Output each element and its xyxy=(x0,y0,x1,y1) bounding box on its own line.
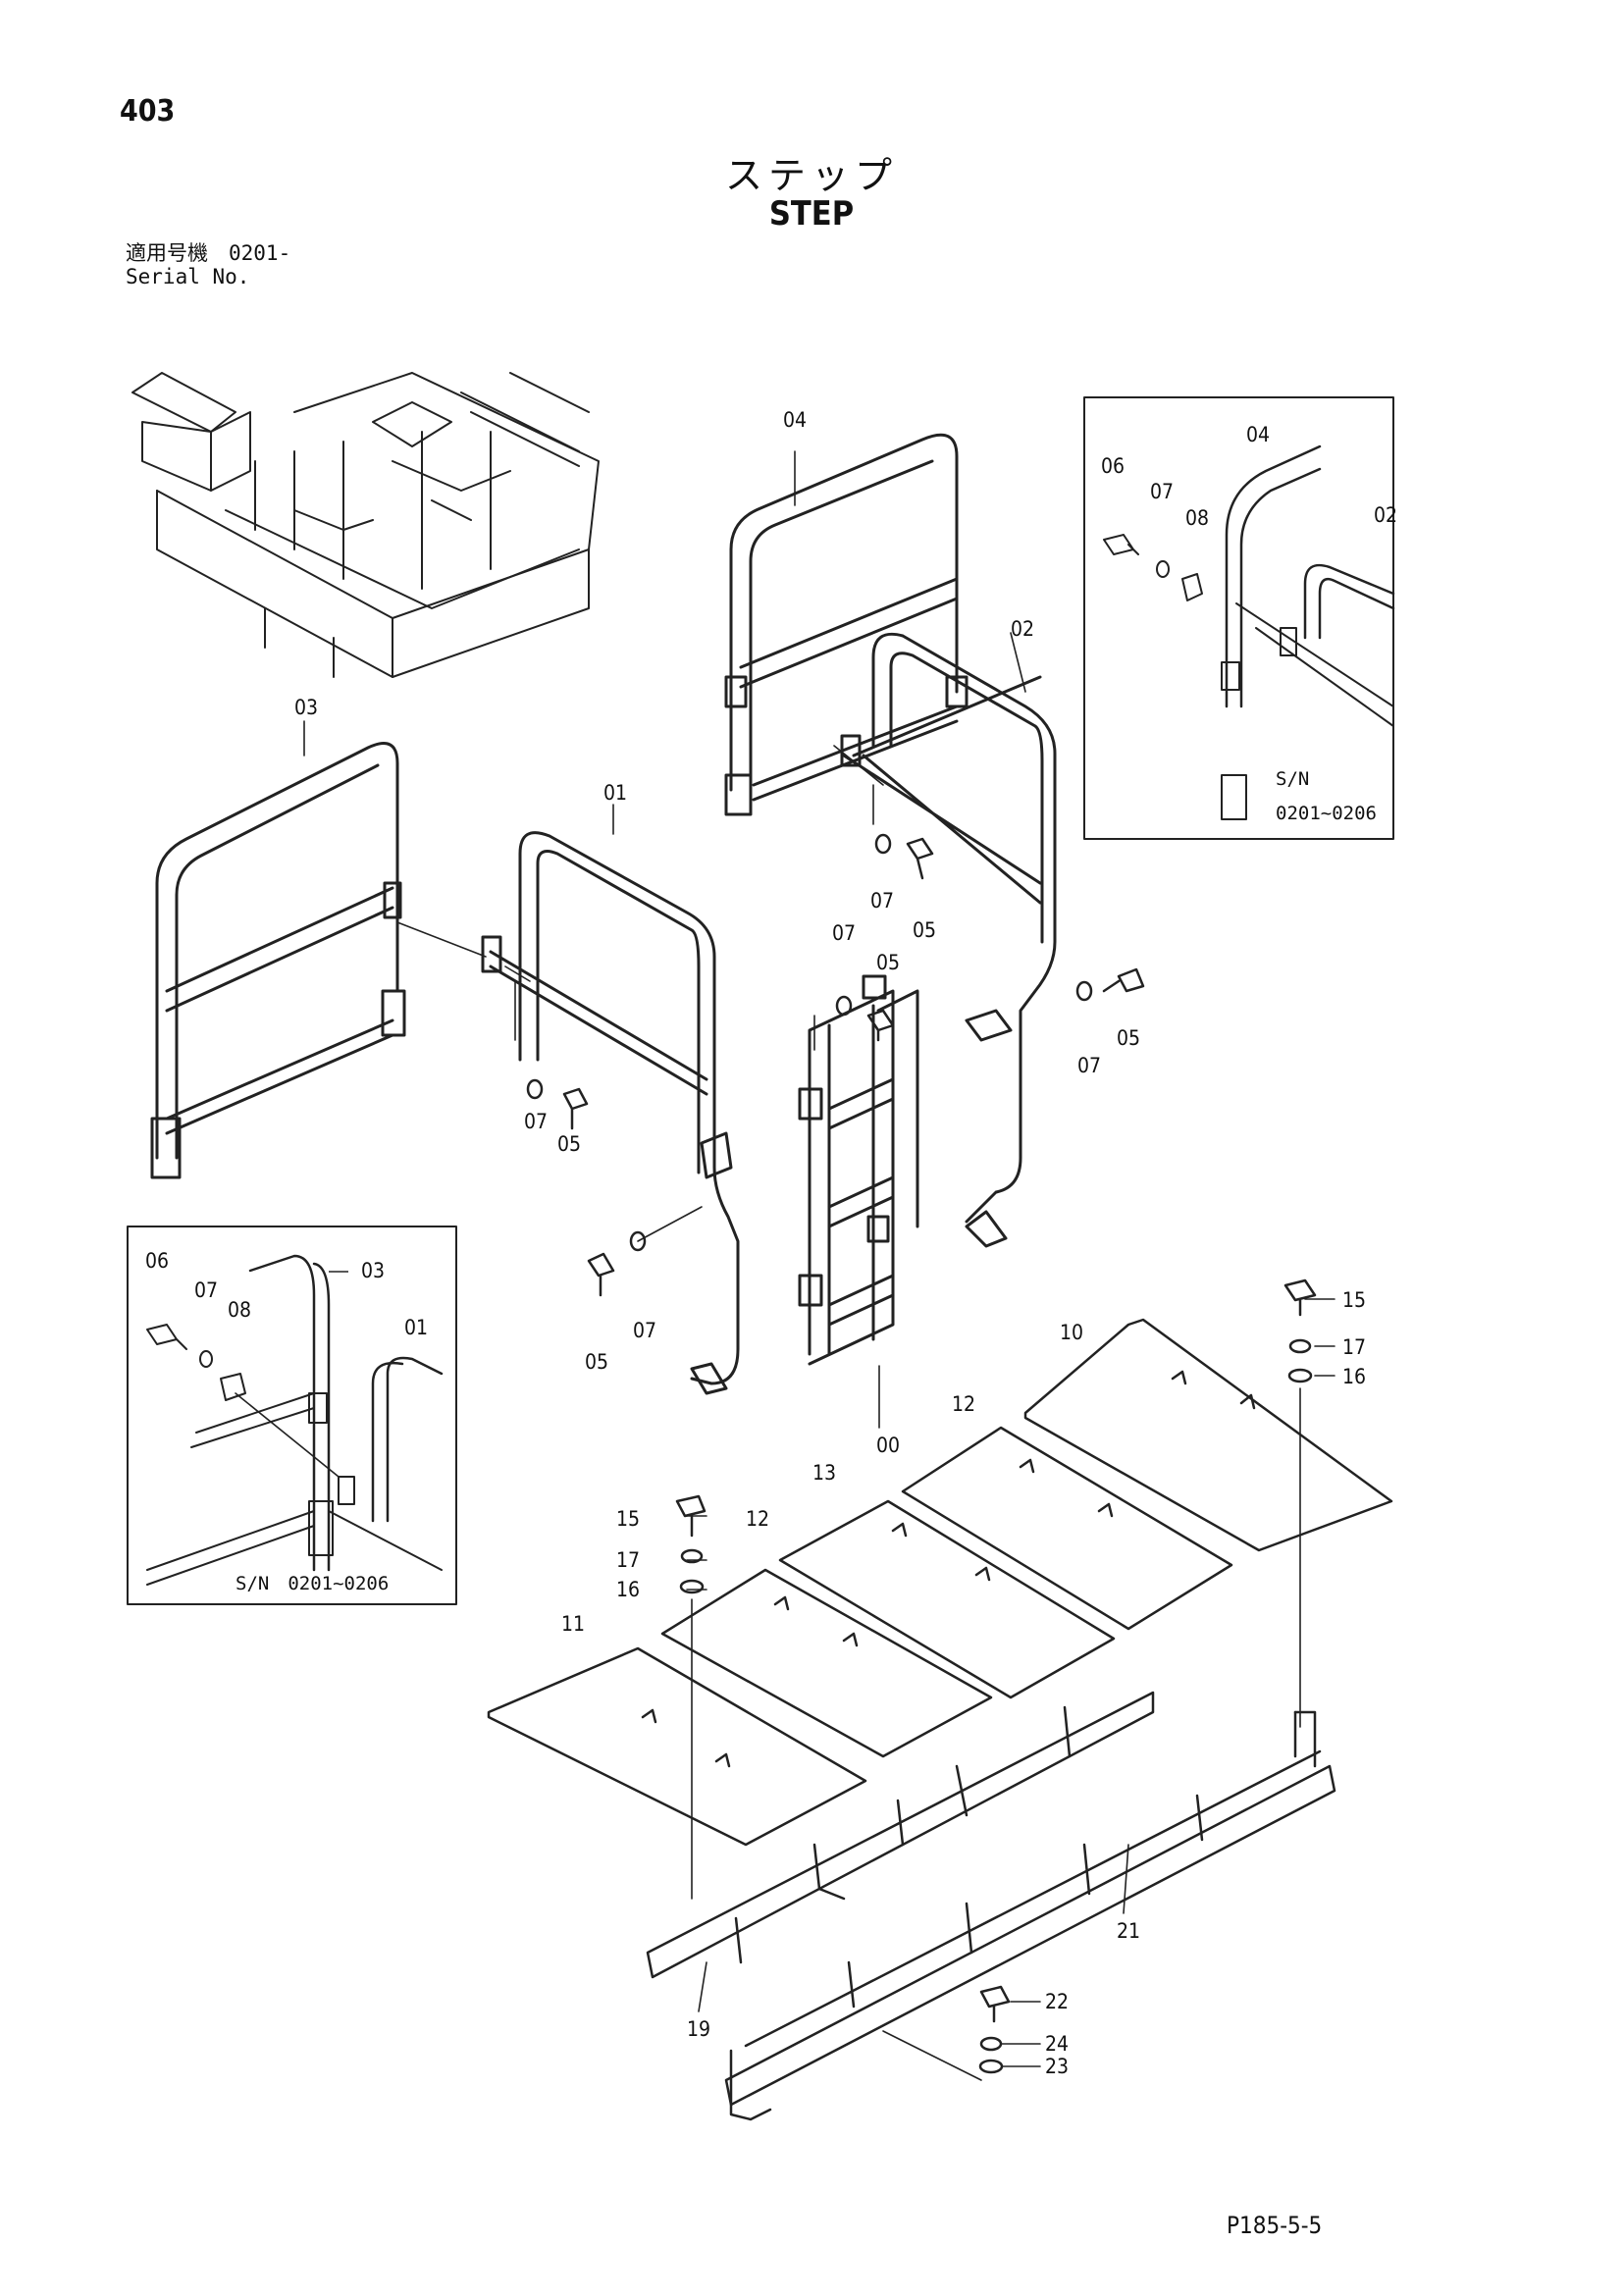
callout-05d: 05 xyxy=(557,1132,581,1156)
callout-16b: 16 xyxy=(1342,1365,1366,1388)
callout-07e: 07 xyxy=(633,1319,656,1342)
serial-en: Serial No. xyxy=(126,265,250,288)
inset-top-callout-07: 07 xyxy=(1150,480,1174,503)
callout-02: 02 xyxy=(1011,617,1034,641)
callout-17b: 17 xyxy=(1342,1335,1366,1359)
frame-rails xyxy=(646,1691,1336,2121)
callout-01: 01 xyxy=(603,781,627,805)
inset-bottom-callout-01: 01 xyxy=(404,1316,428,1339)
hardware xyxy=(526,833,1317,2074)
part-04-railing xyxy=(724,433,969,816)
callout-21: 21 xyxy=(1117,1919,1140,1943)
inset-top-labels: 04 06 07 08 02 S/N 0201~0206 xyxy=(1101,423,1397,824)
callout-04: 04 xyxy=(783,408,807,432)
callout-15b: 15 xyxy=(1342,1288,1366,1312)
leader-lines xyxy=(303,450,1335,2081)
callout-03: 03 xyxy=(294,696,318,719)
callout-16a: 16 xyxy=(616,1578,640,1601)
inset-bottom-callout-06: 06 xyxy=(145,1249,169,1273)
callout-07b: 07 xyxy=(832,921,856,945)
callout-17a: 17 xyxy=(616,1548,640,1572)
part-03-railing xyxy=(150,742,406,1179)
part-02-railing xyxy=(840,632,1057,1248)
inset-bottom-callout-08: 08 xyxy=(228,1298,251,1322)
inset-bottom-sn: S/N 0201~0206 xyxy=(236,1573,389,1594)
inset-top-sn-label: S/N xyxy=(1276,768,1309,790)
inset-top-detail xyxy=(1083,396,1395,840)
callout-10: 10 xyxy=(1060,1321,1083,1344)
floor-plates xyxy=(487,1318,1393,1847)
callout-13: 13 xyxy=(812,1461,836,1485)
inset-top-callout-04: 04 xyxy=(1246,423,1270,446)
part-01-railing xyxy=(481,831,740,1395)
inset-top-sn-range: 0201~0206 xyxy=(1276,803,1377,824)
callout-12a: 12 xyxy=(746,1507,769,1531)
inset-bottom-detail xyxy=(127,1226,457,1605)
inset-bottom-labels: 06 07 08 03 01 S/N 0201~0206 xyxy=(145,1249,428,1594)
callout-07a: 07 xyxy=(870,889,894,913)
inset-bottom-callout-03: 03 xyxy=(361,1259,385,1282)
inset-bottom-callout-07: 07 xyxy=(194,1278,218,1302)
serial-block: 適用号機 0201- Serial No. xyxy=(126,241,290,288)
inset-top-callout-02: 02 xyxy=(1374,503,1397,527)
serial-jp: 適用号機 0201- xyxy=(126,241,291,265)
callout-15a: 15 xyxy=(616,1507,640,1531)
callout-labels: 04 02 03 01 07 05 07 05 07 05 07 05 07 0… xyxy=(294,408,1366,2078)
drawing-code: P185-5-5 xyxy=(1227,2212,1323,2239)
callout-05e: 05 xyxy=(585,1350,608,1374)
callout-05b: 05 xyxy=(876,951,900,974)
callout-00: 00 xyxy=(876,1434,900,1457)
inset-top-callout-08: 08 xyxy=(1185,506,1209,530)
callout-12b: 12 xyxy=(952,1392,975,1416)
callout-07c: 07 xyxy=(1077,1054,1101,1077)
title-english: STEP xyxy=(768,194,855,234)
page-number: 403 xyxy=(120,94,176,129)
callout-07d: 07 xyxy=(524,1110,548,1133)
inset-top-callout-06: 06 xyxy=(1101,454,1125,478)
callout-23: 23 xyxy=(1045,2055,1069,2078)
callout-19: 19 xyxy=(687,2017,710,2041)
title-japanese: ステップ xyxy=(724,154,898,197)
callout-05a: 05 xyxy=(913,918,936,942)
callout-22: 22 xyxy=(1045,1990,1069,2013)
machine-overview xyxy=(131,372,600,678)
callout-11: 11 xyxy=(561,1612,585,1636)
callout-24: 24 xyxy=(1045,2032,1069,2056)
part-00-ladder xyxy=(798,974,919,1366)
callout-05c: 05 xyxy=(1117,1026,1140,1050)
